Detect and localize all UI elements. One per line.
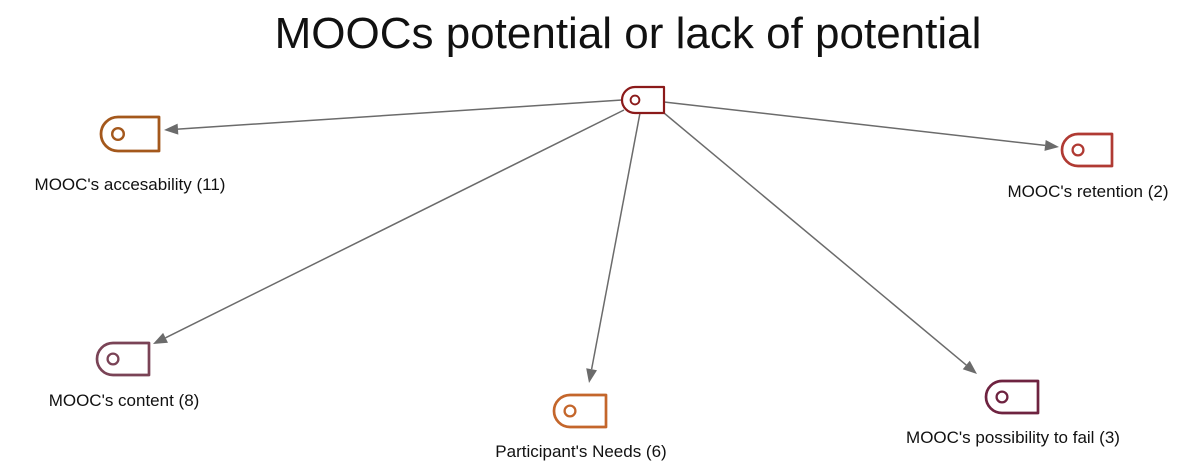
arrowhead xyxy=(962,360,977,374)
node-label: MOOC's content (8) xyxy=(49,391,200,410)
root-code-tag-icon xyxy=(620,85,666,115)
edge-arrow-participant-s-needs-6 xyxy=(586,112,641,383)
code-tag-icon xyxy=(95,341,151,377)
node-mooc-s-accesability-11[interactable]: MOOC's accesability (11) xyxy=(35,115,226,194)
edge-arrow-mooc-s-content-8 xyxy=(153,109,625,344)
node-label: MOOC's retention (2) xyxy=(1007,182,1168,201)
code-tag-icon xyxy=(552,393,608,429)
node-participant-s-needs-6[interactable]: Participant's Needs (6) xyxy=(495,393,667,461)
code-tag-icon xyxy=(984,379,1040,415)
node-label: Participant's Needs (6) xyxy=(495,442,666,461)
node-mooc-s-possibility-to-fail-3[interactable]: MOOC's possibility to fail (3) xyxy=(906,379,1120,447)
arrowhead xyxy=(586,368,598,383)
diagram-title: MOOCs potential or lack of potential xyxy=(275,9,982,58)
node-label: MOOC's accesability (11) xyxy=(35,175,226,194)
edge-arrow-mooc-s-possibility-to-fail-3 xyxy=(663,112,977,374)
edges-layer xyxy=(153,99,1059,383)
edge-arrow-mooc-s-retention-2 xyxy=(663,101,1059,151)
edge-arrow-mooc-s-accesability-11 xyxy=(164,99,623,135)
arrowhead xyxy=(164,123,179,135)
node-mooc-s-retention-2[interactable]: MOOC's retention (2) xyxy=(1007,132,1169,201)
node-mooc-s-content-8[interactable]: MOOC's content (8) xyxy=(49,341,200,410)
arrowhead xyxy=(1044,139,1059,151)
code-tag-icon xyxy=(1060,132,1114,168)
code-tag-icon xyxy=(99,115,161,153)
arrowhead xyxy=(153,332,168,344)
node-label: MOOC's possibility to fail (3) xyxy=(906,428,1120,447)
nodes-layer: MOOC's accesability (11) MOOC's retention… xyxy=(35,85,1169,461)
